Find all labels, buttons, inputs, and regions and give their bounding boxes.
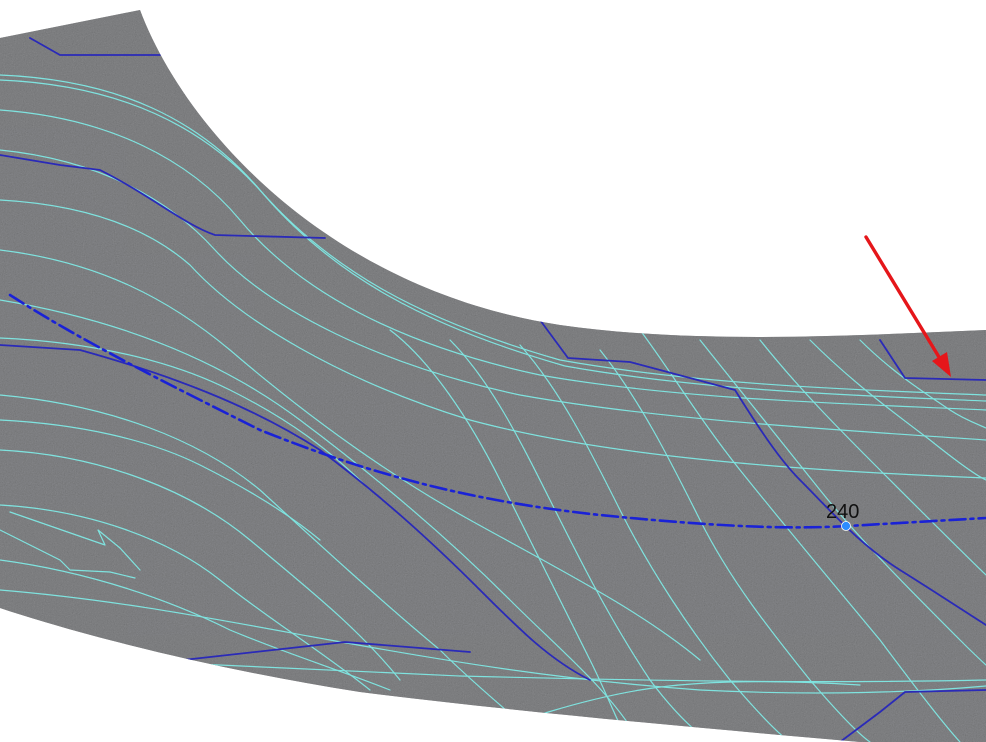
minor-contours [0, 74, 986, 742]
contour-line [599, 349, 871, 742]
contour-line [859, 339, 986, 429]
contour-line [389, 329, 631, 742]
contour-line [759, 339, 986, 576]
alignment-centerline[interactable] [8, 293, 986, 529]
major-contour-line [164, 641, 471, 663]
major-contour-line [0, 154, 326, 239]
contour-line [0, 589, 986, 694]
contour-line [699, 339, 986, 666]
red-arrow-icon [864, 235, 951, 377]
contour-line [0, 249, 701, 661]
contour-line [449, 339, 711, 742]
contour-line [639, 329, 961, 742]
contour-line [0, 109, 986, 411]
station-marker-group[interactable]: 240 [826, 501, 859, 531]
contour-line [0, 79, 986, 402]
major-contour-line [839, 689, 986, 742]
station-label: 240 [826, 501, 859, 523]
major-contour-line [0, 344, 591, 681]
contour-line [0, 394, 541, 742]
contour-line [0, 449, 401, 681]
contour-line [0, 74, 986, 396]
major-contour-line [879, 339, 986, 381]
major-contours [0, 37, 986, 742]
contour-line [0, 419, 321, 541]
contour-line [9, 511, 141, 571]
major-contour-line [539, 319, 986, 626]
contour-line [0, 299, 641, 742]
contour-line [0, 149, 986, 441]
major-contour-line [29, 37, 161, 56]
contour-line [0, 199, 986, 479]
station-marker[interactable] [841, 521, 851, 531]
contour-line [0, 337, 371, 491]
contour-line [0, 529, 136, 579]
contour-line [0, 504, 371, 691]
contour-line [519, 344, 791, 742]
contour-line [809, 339, 986, 481]
